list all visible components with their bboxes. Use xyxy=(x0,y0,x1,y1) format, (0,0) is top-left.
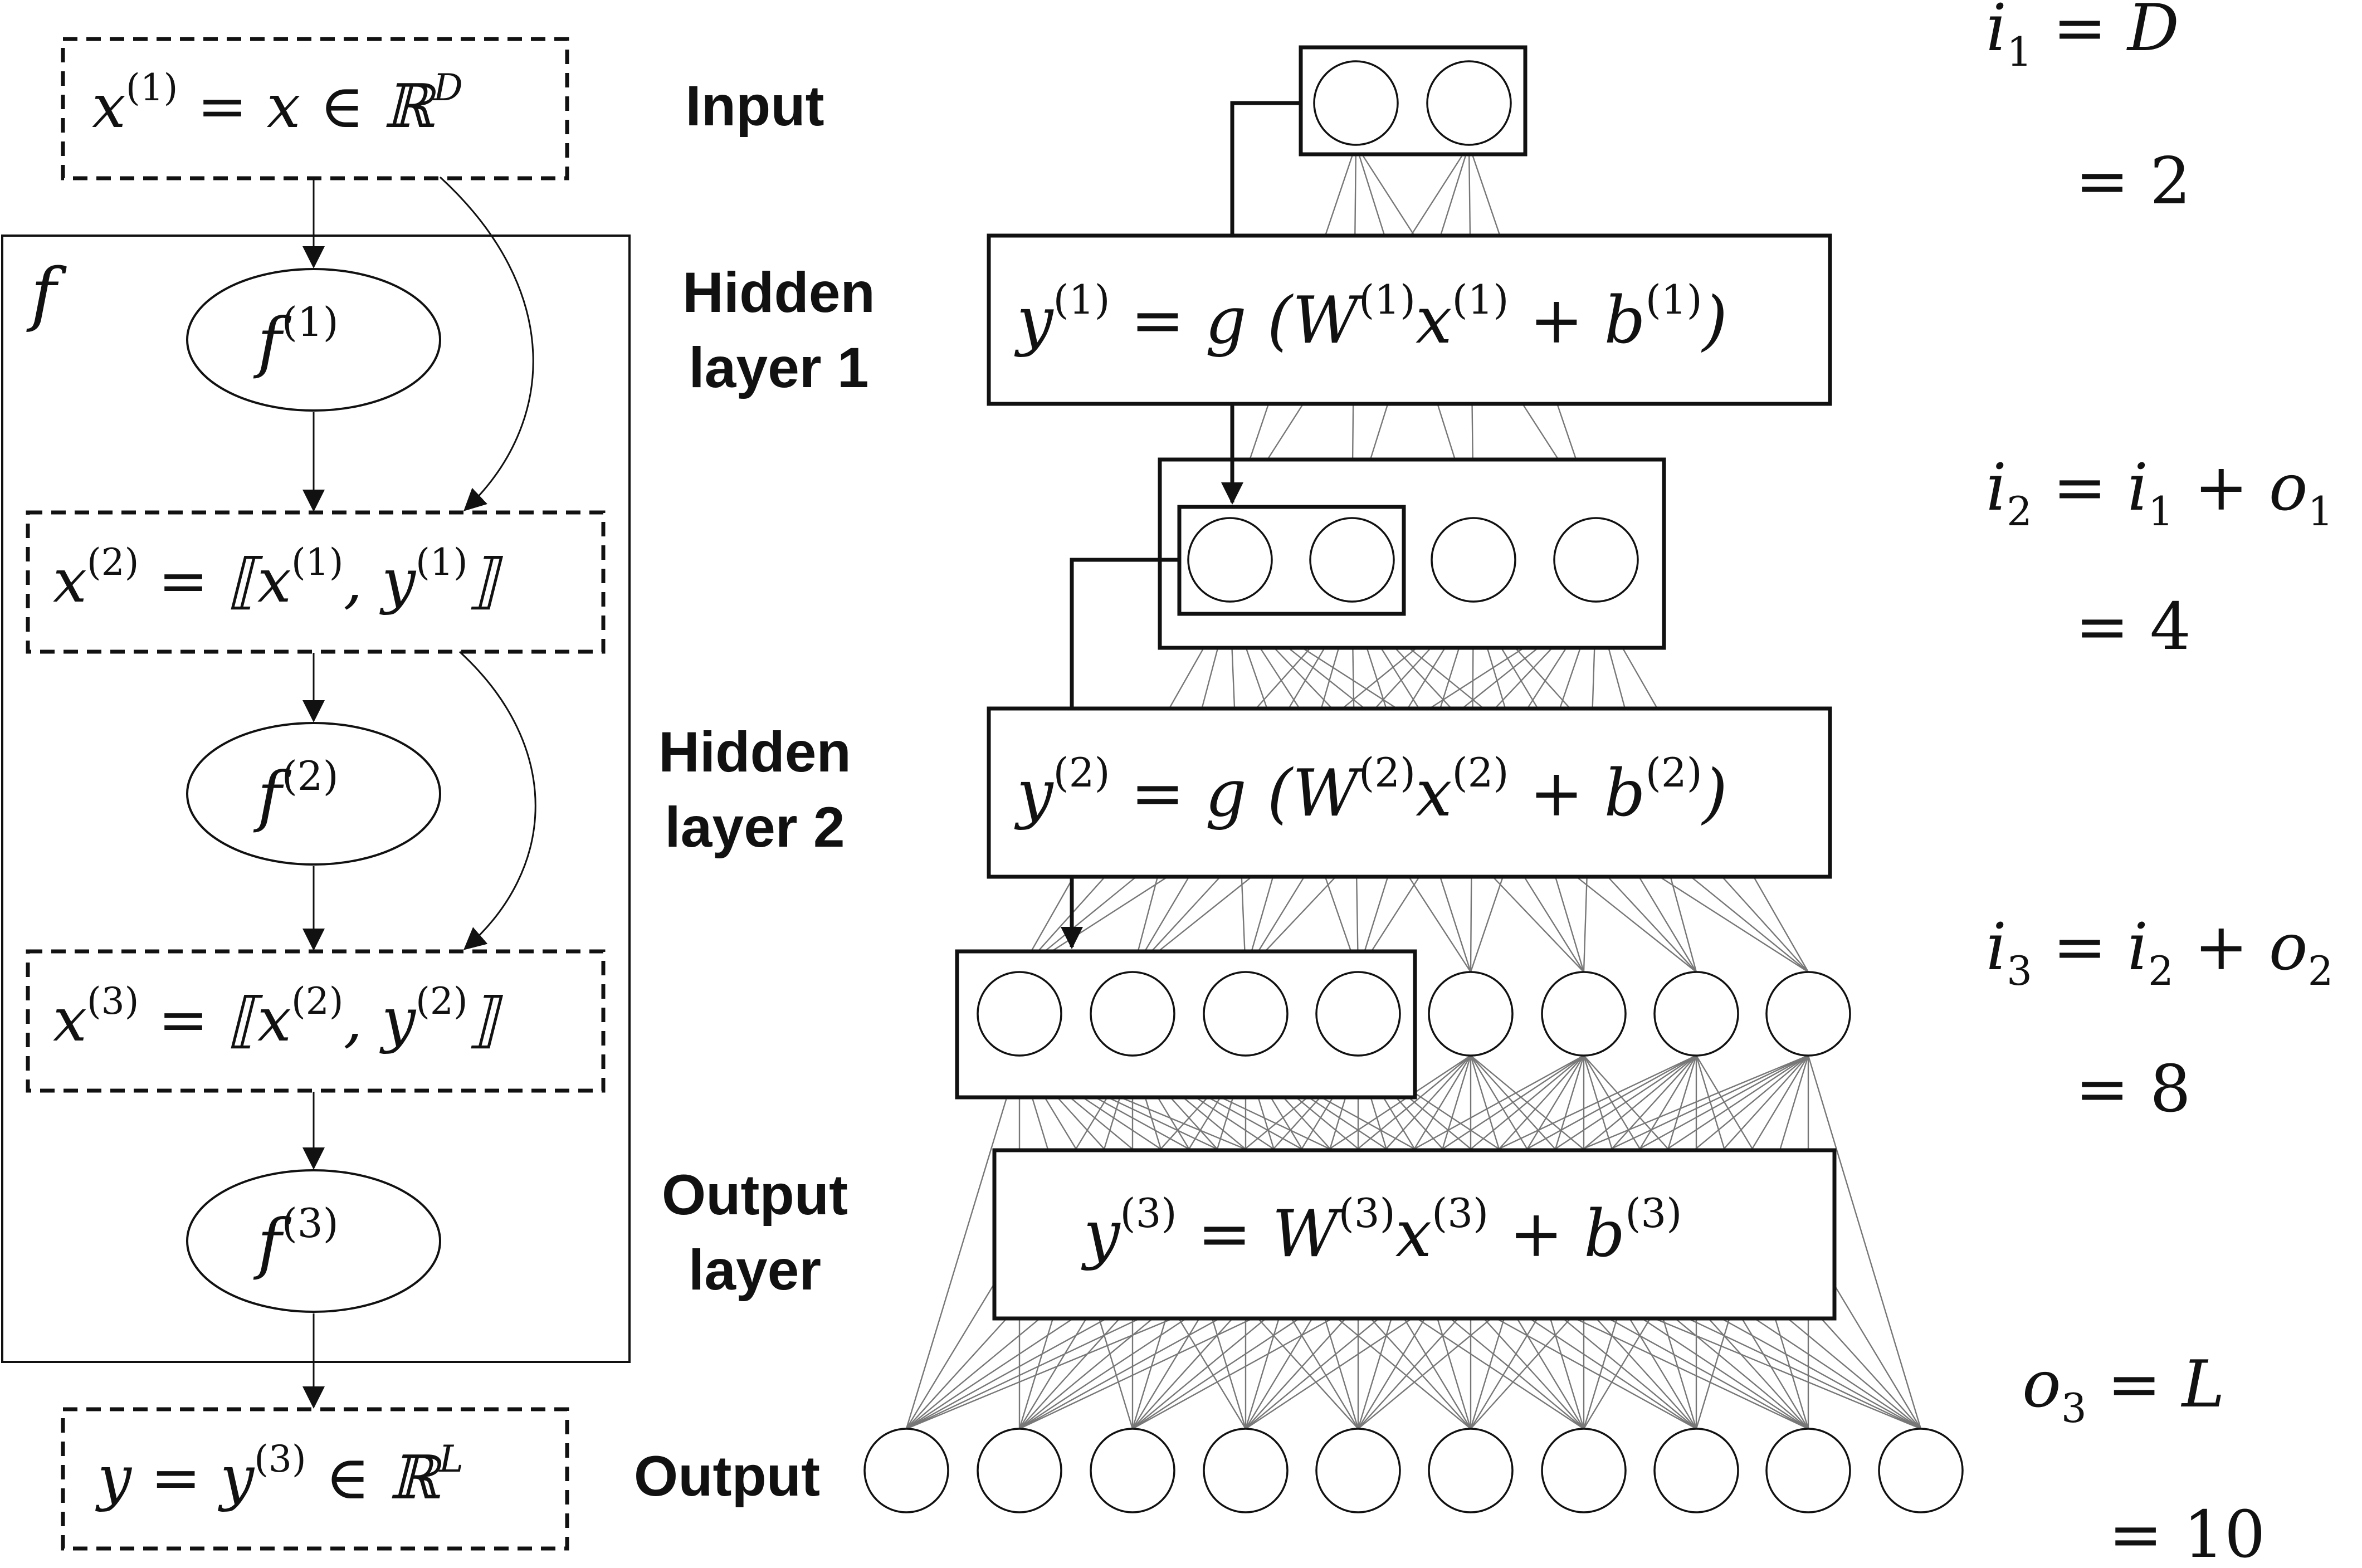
neuron xyxy=(1653,1428,1739,1513)
neuron xyxy=(1090,971,1175,1057)
label-hidden1-line2: layer 1 xyxy=(689,336,868,399)
input-vector-text: x(1) = x ∈ ℝD xyxy=(92,66,463,141)
neuron xyxy=(1765,1428,1851,1513)
output-vector-box xyxy=(61,1407,569,1551)
neuron xyxy=(863,1428,949,1513)
skip-line-input-to-hidden1 xyxy=(1230,101,1301,236)
hidden1-equation-box xyxy=(987,233,1832,406)
label-hidden2-line2: layer 2 xyxy=(665,795,845,859)
output-equation-box xyxy=(992,1148,1837,1321)
label-hidden1-line1: Hidden xyxy=(682,261,875,324)
input-vector-box xyxy=(61,37,569,180)
neuron xyxy=(1653,971,1739,1057)
i1-value: = 2 xyxy=(2075,144,2191,219)
neuron xyxy=(1203,1428,1289,1513)
neuron xyxy=(1431,517,1516,603)
x2-neurons xyxy=(1187,517,1639,603)
skip-arrow-x2-to-x3 xyxy=(458,651,536,950)
f3-label: f(3) xyxy=(253,1200,339,1282)
output-neurons xyxy=(863,1428,1964,1513)
neuron xyxy=(1878,1428,1964,1513)
neuron xyxy=(1765,971,1851,1057)
connection-line xyxy=(1807,1055,1922,1429)
f2-label: f(2) xyxy=(253,753,339,834)
f1-node xyxy=(186,268,441,412)
neuron xyxy=(1090,1428,1175,1513)
hidden1-equation: y(1) = g (W(1)x(1) + b(1)) xyxy=(1014,276,1727,358)
neuron xyxy=(1541,971,1627,1057)
output-vector-text: y = y(3) ∈ ℝL xyxy=(95,1438,463,1513)
f1-label: f(1) xyxy=(253,299,339,380)
i3-definition: i3 = i2 + o2 xyxy=(1986,910,2333,994)
neuron xyxy=(1426,60,1512,146)
o3-value: = 10 xyxy=(2109,1497,2266,1568)
x2-concat-box xyxy=(26,510,606,654)
dimension-annotations: i1 = D = 2 i2 = i1 + o1 = 4 i3 = i2 + o2… xyxy=(1986,0,2333,1568)
neuron xyxy=(977,1428,1062,1513)
neuron xyxy=(977,971,1062,1057)
label-output: Output xyxy=(634,1444,820,1508)
label-input: Input xyxy=(685,74,824,138)
connection-line xyxy=(905,1055,1021,1429)
hidden2-equation-box xyxy=(987,706,1832,879)
neuron xyxy=(1428,971,1514,1057)
neuron xyxy=(1428,1428,1514,1513)
i1-definition: i1 = D xyxy=(1986,0,2179,75)
f-label: f xyxy=(26,253,67,334)
o3-definition: o3 = L xyxy=(2022,1347,2225,1432)
x3-concat-box xyxy=(26,949,606,1093)
network: y(1) = g (W(1)x(1) + b(1)) y(2) = g (W(2… xyxy=(863,45,1964,1513)
function-f-frame xyxy=(1,235,631,1363)
hidden2-equation: y(2) = g (W(2)x(2) + b(2)) xyxy=(1014,749,1727,831)
neuron xyxy=(1203,971,1289,1057)
label-outputlayer-line2: layer xyxy=(689,1238,821,1302)
x3-concat-text: x(3) = ⟦x(2), y(2)⟧ xyxy=(53,980,504,1055)
layer-labels: Input Hidden layer 1 Hidden layer 2 Outp… xyxy=(634,74,875,1508)
neuron xyxy=(1187,517,1273,603)
x3-neurons xyxy=(977,971,1851,1057)
x2-concat-text: x(2) = ⟦x(1), y(1)⟧ xyxy=(53,541,504,616)
i2-definition: i2 = i1 + o1 xyxy=(1986,450,2333,535)
f3-node xyxy=(186,1169,441,1313)
label-hidden2-line1: Hidden xyxy=(658,720,851,784)
i2-value: = 4 xyxy=(2075,589,2191,665)
left-flow-panel: f x(1) = x ∈ ℝD f(1) x(2) = ⟦x(1), y(1)⟧… xyxy=(1,37,631,1551)
skip-arrow-input-to-x2 xyxy=(439,176,534,511)
label-outputlayer-line1: Output xyxy=(662,1163,848,1227)
neuron xyxy=(1315,971,1401,1057)
input-neurons xyxy=(1313,60,1512,146)
f2-node xyxy=(186,722,441,866)
neuron xyxy=(1553,517,1639,603)
neuron xyxy=(1309,517,1395,603)
output-equation: y(3) = W(3)x(3) + b(3) xyxy=(1081,1190,1682,1272)
neuron xyxy=(1541,1428,1627,1513)
neuron xyxy=(1313,60,1399,146)
neuron xyxy=(1315,1428,1401,1513)
i3-value: = 8 xyxy=(2075,1052,2191,1127)
skip-line-x2-to-hidden2 xyxy=(1070,558,1179,709)
